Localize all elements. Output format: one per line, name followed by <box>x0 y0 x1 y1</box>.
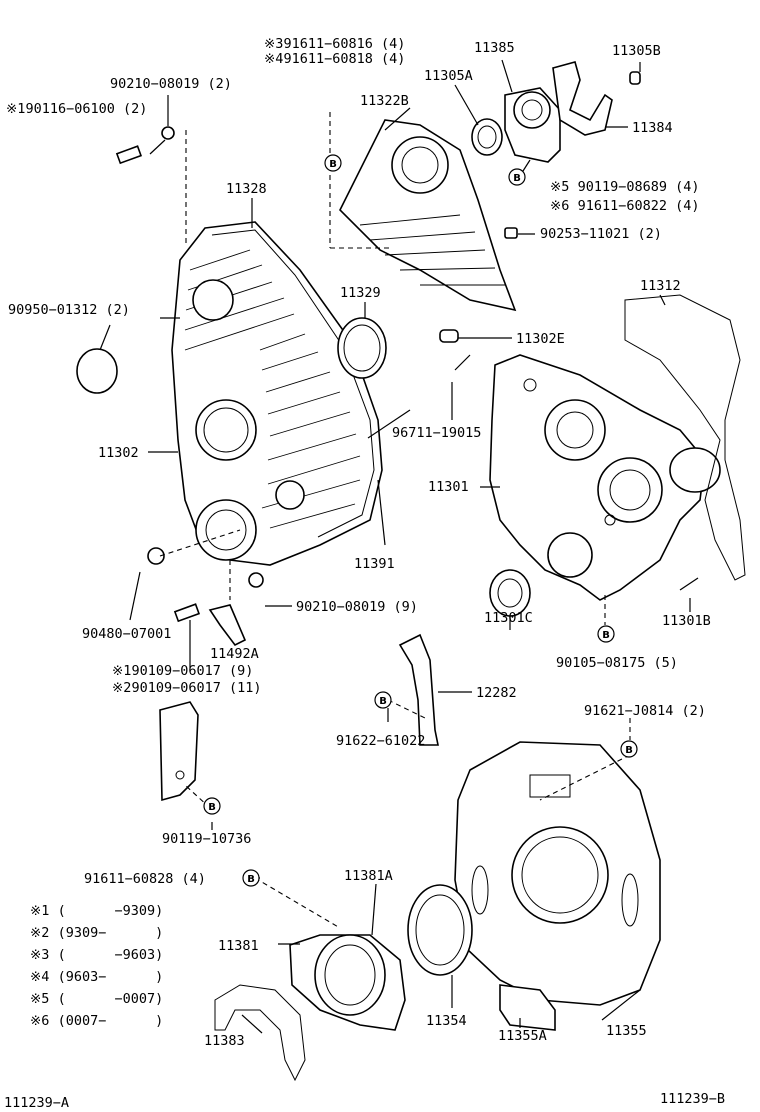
label-91611-60822: ※6 91611−60822 (4) <box>550 198 699 214</box>
timing-cover-11302-drawing <box>171 221 383 566</box>
label-90109-06017-a: ※190109−06017 (9) <box>112 663 253 679</box>
label-11302e: 11302E <box>516 331 565 347</box>
label-11355: 11355 <box>606 1023 647 1039</box>
label-11385: 11385 <box>474 40 515 56</box>
label-90116-06100: ※190116−06100 (2) <box>6 101 147 117</box>
ref-label-right: 111239−B <box>660 1091 725 1107</box>
label-11354: 11354 <box>426 1013 467 1029</box>
label-11301c: 11301C <box>484 610 533 626</box>
bolt-marker: B <box>242 869 260 887</box>
label-90109-06017-b: ※290109−06017 (11) <box>112 680 261 696</box>
label-11391: 11391 <box>354 556 395 572</box>
bolt-marker: B <box>597 625 615 643</box>
label-11312: 11312 <box>640 278 681 294</box>
bracket-12282-drawing <box>398 633 439 746</box>
date-legend: ※1 ( −9309) ※2 (9309− ) ※3 ( −9603) ※4 (… <box>30 903 163 1029</box>
label-90119-08689: ※5 90119−08689 (4) <box>550 179 699 195</box>
label-90105-08175: 90105−08175 (5) <box>556 655 678 671</box>
label-11384: 11384 <box>632 120 673 136</box>
label-11381: 11381 <box>218 938 259 954</box>
label-11383: 11383 <box>204 1033 245 1049</box>
svg-text:B: B <box>625 745 633 756</box>
bolt-marker: B <box>620 740 638 758</box>
bracket-11492a-drawing <box>208 604 247 647</box>
bolt-marker: B <box>508 168 526 186</box>
bolt-marker: B <box>374 691 392 709</box>
legend-item: ※1 ( −9309) <box>30 903 163 919</box>
svg-text:B: B <box>379 696 387 707</box>
label-11355a: 11355A <box>498 1028 547 1044</box>
legend-item: ※6 (0007− ) <box>30 1013 163 1029</box>
label-90210-08019-b: 90210−08019 (9) <box>296 599 418 615</box>
ref-label-left: 111239−A <box>4 1095 69 1111</box>
bolt-markers: B B B B B B B <box>203 154 638 887</box>
label-96711-19015: 96711−19015 <box>392 425 481 441</box>
label-11301: 11301 <box>428 479 469 495</box>
label-11328: 11328 <box>226 181 267 197</box>
svg-text:B: B <box>602 630 610 641</box>
retainer-11381-drawing <box>289 934 406 1031</box>
part-labels: ※391611−60816 (4) ※491611−60818 (4) 1138… <box>4 36 725 1111</box>
svg-text:B: B <box>247 874 255 885</box>
leader-lines <box>99 59 691 1034</box>
plug-90950-drawing <box>76 348 118 394</box>
seal-11354-drawing <box>407 884 473 976</box>
svg-text:B: B <box>513 173 521 184</box>
bolt-marker: B <box>203 797 221 815</box>
label-90253-11021: 90253−11021 (2) <box>540 226 662 242</box>
label-91611-60818: ※491611−60818 (4) <box>264 51 405 67</box>
label-90119-10736: 90119−10736 <box>162 831 251 847</box>
label-91611-60828: 91611−60828 (4) <box>84 871 206 887</box>
label-90950-01312: 90950−01312 (2) <box>8 302 130 318</box>
label-11381a: 11381A <box>344 868 393 884</box>
dowel-11391-drawing <box>367 409 411 439</box>
o-ring-11329-drawing <box>337 317 387 379</box>
seal-housing-11385-drawing <box>471 61 641 239</box>
label-11301b: 11301B <box>662 613 711 629</box>
label-11302: 11302 <box>98 445 139 461</box>
bolt-marker: B <box>324 154 342 172</box>
pad-11355a-drawing <box>499 984 556 1031</box>
gasket-11312-drawing <box>624 294 746 581</box>
svg-text:B: B <box>329 159 337 170</box>
bracket-90119-drawing <box>159 701 199 802</box>
bolt-90116-drawing <box>115 145 143 165</box>
legend-item: ※3 ( −9603) <box>30 947 163 963</box>
label-11322b: 11322B <box>360 93 409 109</box>
label-12282: 12282 <box>476 685 517 701</box>
gear-case-11301-drawing <box>439 329 721 601</box>
label-11329: 11329 <box>340 285 381 301</box>
washer-90480-drawing <box>147 547 165 565</box>
end-plate-11355-drawing <box>454 741 661 1006</box>
legend-item: ※2 (9309− ) <box>30 925 163 941</box>
label-91621-j0814: 91621−J0814 (2) <box>584 703 706 719</box>
label-90480-07001: 90480−07001 <box>82 626 171 642</box>
label-11492a: 11492A <box>210 646 259 662</box>
upper-plate-11322b-drawing <box>339 119 517 312</box>
label-91622-61022: 91622−61022 <box>336 733 425 749</box>
label-91611-60816: ※391611−60816 (4) <box>264 36 405 52</box>
legend-item: ※5 ( −0007) <box>30 991 163 1007</box>
label-90210-08019-a: 90210−08019 (2) <box>110 76 232 92</box>
svg-text:B: B <box>208 802 216 813</box>
label-11305a: 11305A <box>424 68 473 84</box>
label-11305b: 11305B <box>612 43 661 59</box>
legend-item: ※4 (9603− ) <box>30 969 163 985</box>
gasket-11383-drawing <box>214 984 306 1082</box>
